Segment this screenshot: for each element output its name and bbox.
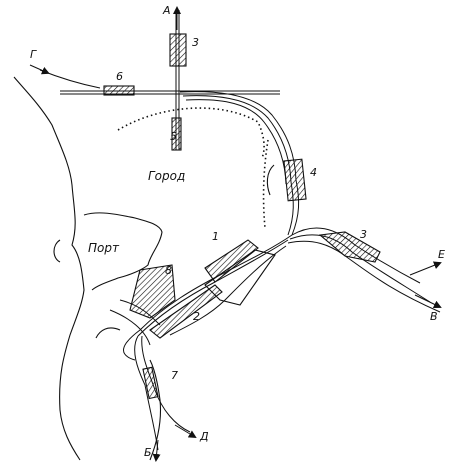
direction-a: А	[162, 4, 171, 17]
station-3-top	[169, 33, 187, 67]
station-8	[129, 264, 176, 319]
station-5	[171, 117, 182, 151]
number-3-right: 3	[360, 228, 367, 241]
track-network	[39, 10, 441, 451]
number-5: 5	[170, 130, 177, 143]
embankment	[117, 107, 265, 159]
direction-d: Д	[199, 430, 209, 443]
embankment-lower	[262, 139, 269, 229]
direction-e: Е	[438, 248, 445, 261]
islet	[53, 239, 61, 263]
city-label: Город	[148, 169, 185, 183]
number-7: 7	[171, 369, 178, 382]
number-8: 8	[165, 264, 172, 277]
number-2: 2	[193, 310, 200, 323]
number-3-top: 3	[192, 36, 199, 49]
coastline	[13, 76, 85, 461]
number-1: 1	[212, 230, 219, 243]
port-label: Порт	[88, 241, 120, 255]
station-zones	[103, 33, 381, 400]
yard-frame	[204, 249, 276, 306]
station-2	[149, 284, 223, 339]
number-6: 6	[116, 70, 123, 83]
depot-mark	[266, 164, 275, 196]
coastline-inner	[83, 212, 163, 291]
cape	[95, 327, 121, 339]
station-6	[103, 85, 135, 96]
number-4: 4	[310, 166, 317, 179]
station-7	[142, 366, 159, 400]
direction-v: В	[430, 310, 438, 323]
right-shore	[149, 359, 162, 461]
station-1	[204, 239, 259, 283]
direction-g: Г	[30, 48, 37, 61]
direction-b: Б	[144, 446, 152, 459]
direction-arrows	[29, 6, 442, 462]
station-4	[283, 158, 307, 202]
station-3-right	[318, 231, 381, 263]
